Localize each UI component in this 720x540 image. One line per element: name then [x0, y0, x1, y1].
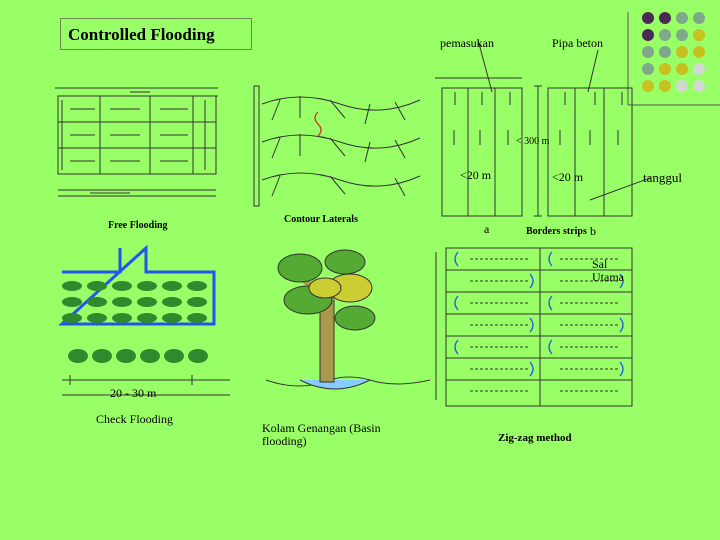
label-distance-300: < 300 m: [516, 136, 550, 147]
basin-flooding-tree: [265, 249, 431, 390]
decorative-dot: [693, 80, 705, 92]
decorative-dot: [659, 63, 671, 75]
decorative-dot: [659, 80, 671, 92]
shrub: [140, 349, 160, 363]
shrub: [116, 349, 136, 363]
decorative-dot: [676, 80, 688, 92]
decorative-dot: [676, 29, 688, 41]
label-kolam-genangan: Kolam Genangan (Basin flooding): [262, 421, 381, 448]
decorative-dot: [676, 63, 688, 75]
shrub: [187, 281, 207, 291]
shrub: [137, 313, 157, 323]
shrub: [92, 349, 112, 363]
shrub: [162, 313, 182, 323]
shrub: [112, 313, 132, 323]
decorative-dot: [642, 46, 654, 58]
shrub: [62, 297, 82, 307]
label-free-flooding: Free Flooding: [108, 220, 168, 231]
decorative-dot: [693, 12, 705, 24]
contour-laterals-diagram: [253, 85, 421, 207]
free-flooding-diagram: [55, 87, 218, 197]
shrub: [137, 297, 157, 307]
shrub: [112, 297, 132, 307]
label-zigzag-method: Zig-zag method: [498, 432, 572, 444]
shrub: [137, 281, 157, 291]
shrub: [68, 349, 88, 363]
border-strips-diagram: [435, 39, 651, 217]
shrub: [188, 349, 208, 363]
shrub: [112, 281, 132, 291]
label-a: a: [484, 222, 490, 236]
decorative-dot: [659, 46, 671, 58]
shrub: [87, 297, 107, 307]
shrub: [62, 281, 82, 291]
decorative-dot: [642, 12, 654, 24]
label-b: b: [590, 224, 596, 238]
decorative-dot: [693, 46, 705, 58]
decorative-dot: [693, 29, 705, 41]
decorative-dot: [659, 29, 671, 41]
label-contour-laterals: Contour Laterals: [284, 214, 358, 225]
label-less-20-left: <20 m: [460, 168, 492, 182]
decorative-dot: [693, 63, 705, 75]
label-less-20-right: <20 m: [552, 170, 584, 184]
shrub: [87, 313, 107, 323]
shrub: [164, 349, 184, 363]
shrub: [162, 297, 182, 307]
label-pemasukan: pemasukan: [440, 36, 494, 50]
shrub: [87, 281, 107, 291]
decorative-dot: [659, 12, 671, 24]
label-check-flooding: Check Flooding: [96, 412, 173, 426]
shrub: [62, 313, 82, 323]
label-distance-20-30: 20 - 30 m: [110, 386, 157, 400]
check-flooding-diagram: [58, 244, 230, 396]
label-sal-utama: Sal Utama: [592, 257, 624, 284]
page-title: Controlled Flooding: [60, 18, 252, 50]
decorative-dot: [676, 46, 688, 58]
decorative-dot: [642, 63, 654, 75]
decorative-dot: [642, 29, 654, 41]
shrub: [187, 313, 207, 323]
decorative-dot: [642, 80, 654, 92]
zigzag-diagram: [435, 247, 633, 407]
label-borders-strips: Borders strips: [526, 226, 587, 237]
decorative-dot-grid: [642, 12, 705, 92]
shrub: [187, 297, 207, 307]
shrub: [162, 281, 182, 291]
decorative-dot: [676, 12, 688, 24]
label-pipa-beton: Pipa beton: [552, 36, 603, 50]
label-tanggul: tanggul: [643, 170, 682, 185]
